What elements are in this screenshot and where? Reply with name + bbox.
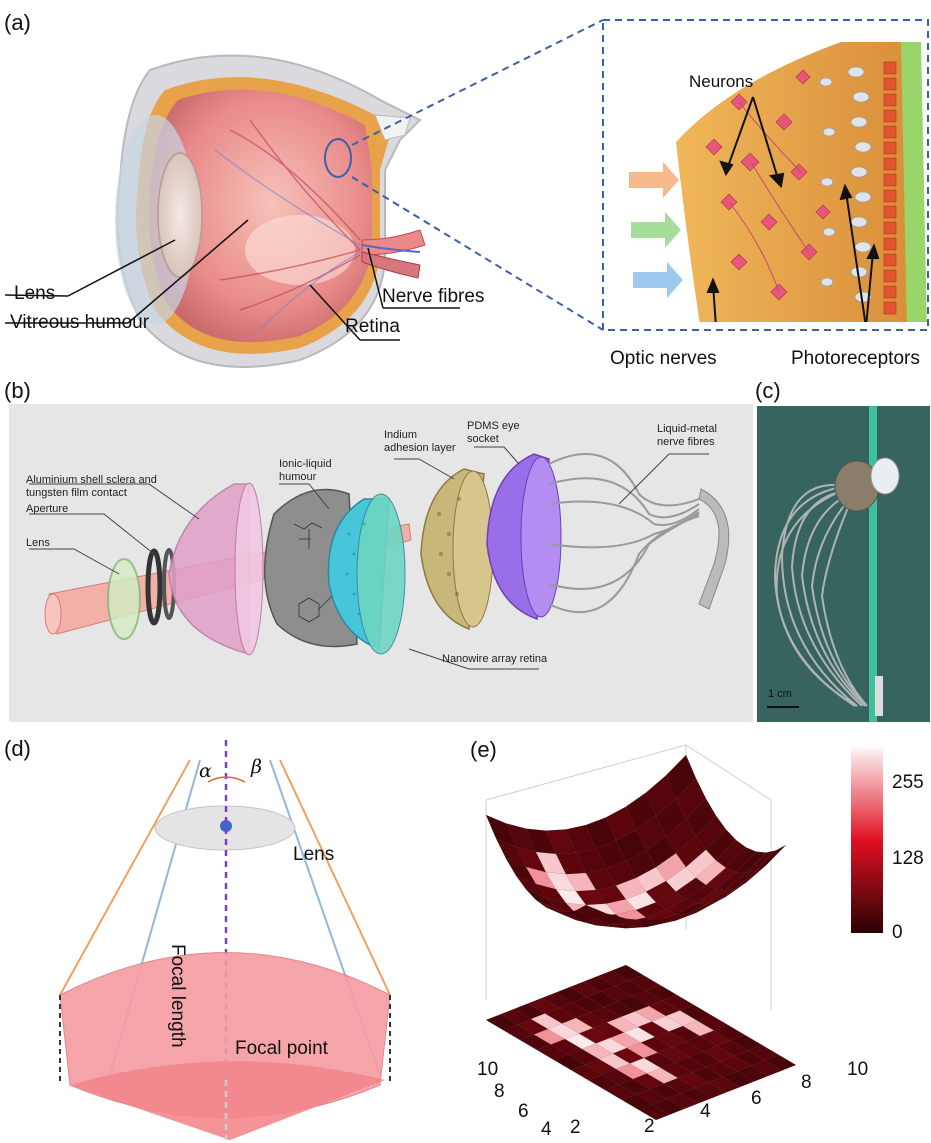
axis-y-tick-6: 6 [518,1101,529,1123]
label-optic-nerves: Optic nerves [610,348,717,370]
label-aperture: Aperture [26,503,68,516]
panel-b-letter: (b) [4,378,31,404]
axis-y-tick-4: 4 [541,1119,552,1141]
artificial-eye-exploded-view [9,404,753,722]
colorbar-tick-0: 0 [892,922,903,944]
label-beta: β [251,756,262,778]
focal-diagram [40,740,460,1140]
panel-d-letter: (d) [4,736,31,762]
colorbar-tick-128: 128 [892,848,924,870]
label-lens-b: Lens [26,537,50,550]
axis-y-tick-8: 8 [494,1081,505,1103]
axis-x-tick-10: 10 [847,1059,868,1081]
retina-detail [601,22,931,322]
axis-y-tick-10: 10 [477,1059,498,1081]
label-nanowire-retina: Nanowire array retina [442,653,547,666]
device-photo [757,406,930,722]
panel-c-letter: (c) [755,378,781,404]
axis-x-tick-2: 2 [644,1116,655,1138]
label-focal-point: Focal point [235,1038,328,1060]
colorbar-tick-255: 255 [892,772,924,794]
label-alpha: α [199,760,212,782]
axis-y-tick-2: 2 [570,1117,581,1139]
axis-x-tick-4: 4 [700,1101,711,1123]
label-neurons: Neurons [689,72,753,92]
label-photoreceptors: Photoreceptors [791,348,920,370]
flat-heatmap-surface [486,965,796,1120]
colorbar [851,748,883,933]
scale-bar-label: 1 cm [768,688,792,701]
axis-x-tick-6: 6 [751,1088,762,1110]
label-focal-length: Focal length [166,944,188,1048]
label-lens-d: Lens [293,844,334,866]
axis-x-tick-8: 8 [801,1072,812,1094]
